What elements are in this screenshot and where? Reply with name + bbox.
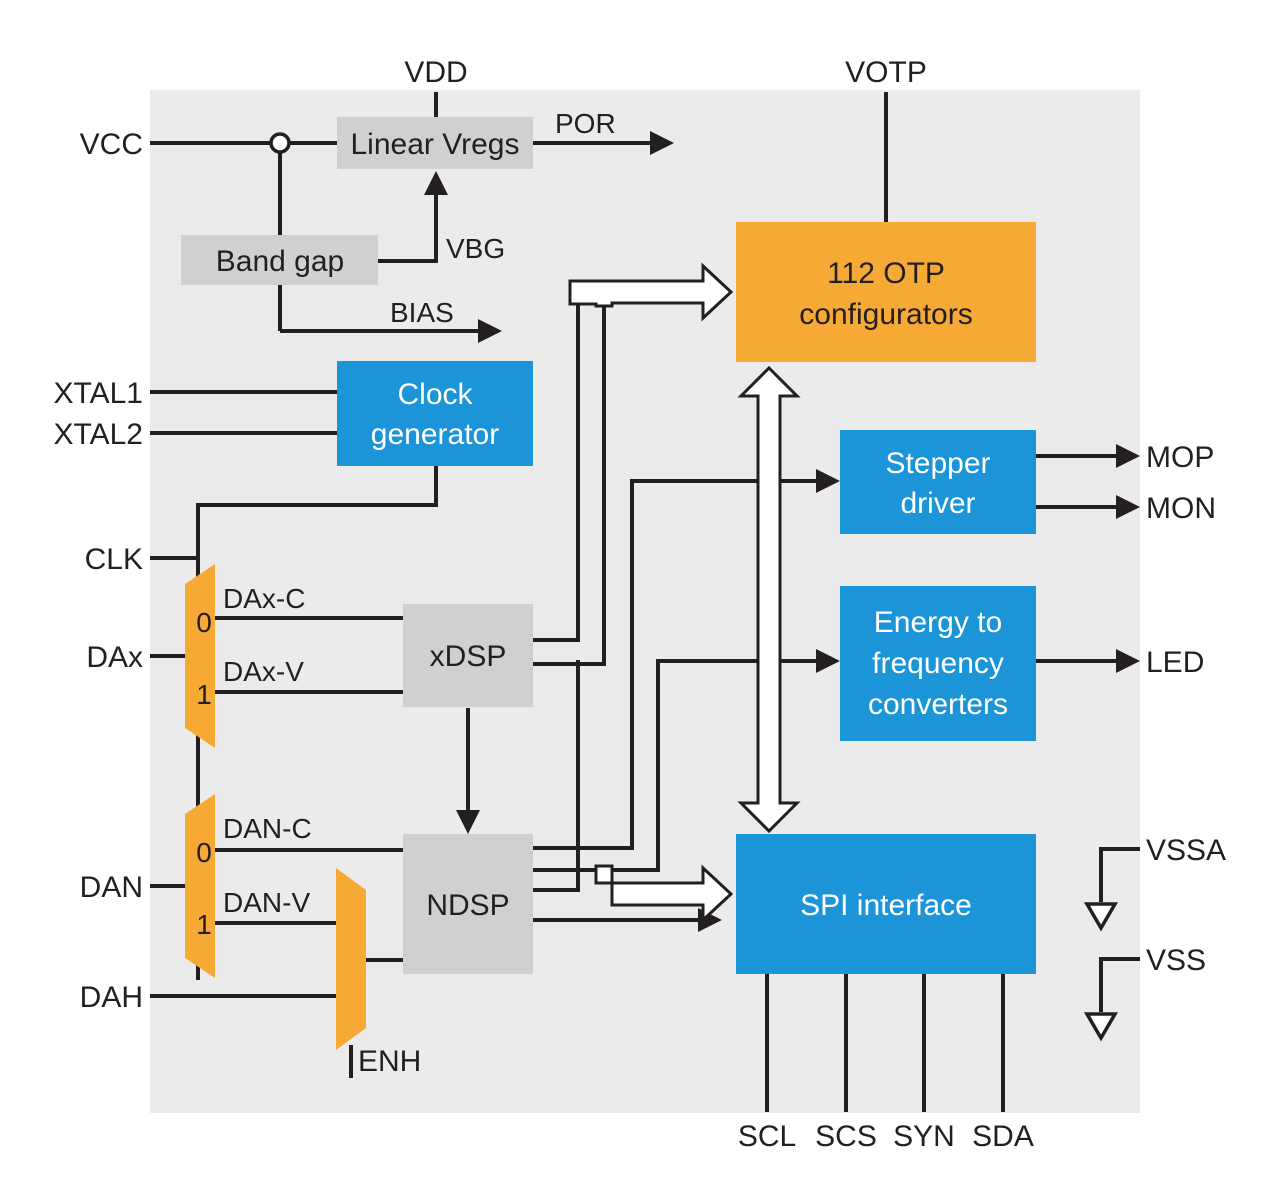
otp-label-line2: configurators — [799, 298, 972, 331]
dan-c-label: DAN-C — [223, 813, 312, 844]
band-gap-block: Band gap — [181, 235, 378, 285]
clk-pin-label: CLK — [85, 543, 143, 576]
dan-mux-input1: 1 — [196, 909, 212, 940]
xtal2-pin-label: XTAL2 — [54, 418, 144, 451]
stepper-label-line2: driver — [900, 487, 975, 520]
vss-ground-symbol — [1083, 957, 1140, 1042]
linear-vregs-label: Linear Vregs — [351, 128, 520, 161]
energy-label-line2: frequency — [872, 647, 1004, 680]
spi-label: SPI interface — [800, 889, 972, 922]
scs-pin-label: SCS — [815, 1120, 877, 1153]
vss-pin-label: VSS — [1146, 944, 1206, 977]
dax-mux-input0: 0 — [196, 607, 212, 638]
ndsp-label: NDSP — [426, 889, 509, 922]
syn-pin-label: SYN — [893, 1120, 955, 1153]
vssa-pin-label: VSSA — [1146, 834, 1226, 867]
dah-mux — [336, 868, 366, 1050]
dan-mux: 0 1 — [185, 794, 215, 978]
ndsp-block: NDSP — [403, 834, 533, 974]
otp-label-line1: 112 OTP — [827, 257, 945, 290]
led-pin-label: LED — [1146, 646, 1204, 679]
otp-configurators-block: 112 OTP configurators — [736, 222, 1036, 362]
bus-arrow-otp-spi — [737, 365, 801, 834]
spi-interface-block: SPI interface — [736, 834, 1036, 974]
energy-label-line1: Energy to — [874, 606, 1002, 639]
vssa-ground-symbol — [1083, 847, 1140, 932]
xtal1-pin-label: XTAL1 — [54, 377, 144, 410]
por-label: POR — [555, 108, 616, 139]
dax-v-label: DAx-V — [223, 656, 304, 687]
vdd-pin-label: VDD — [404, 56, 467, 89]
clock-generator-label-line2: generator — [371, 418, 499, 451]
xdsp-label: xDSP — [430, 640, 507, 673]
vcc-junction — [269, 132, 291, 154]
bus-arrow-to-otp — [568, 262, 734, 322]
scl-pin-label: SCL — [738, 1120, 796, 1153]
enh-pin-label: ENH — [358, 1045, 421, 1078]
stepper-label-line1: Stepper — [885, 447, 990, 480]
energy-label-line3: converters — [868, 688, 1008, 721]
input-wires — [150, 616, 480, 1078]
dan-mux-input0: 0 — [196, 837, 212, 868]
clock-generator-label-line1: Clock — [397, 378, 473, 411]
votp-pin-label: VOTP — [845, 56, 927, 89]
vbg-label: VBG — [446, 233, 505, 264]
mon-pin-label: MON — [1146, 492, 1216, 525]
dax-c-label: DAx-C — [223, 583, 305, 614]
dax-pin-label: DAx — [86, 641, 143, 674]
energy-to-frequency-block: Energy to frequency converters — [840, 586, 1036, 741]
xdsp-block: xDSP — [403, 604, 533, 707]
dan-pin-label: DAN — [80, 871, 143, 904]
output-wires — [765, 444, 1140, 1112]
bus-arrow-to-spi — [594, 864, 734, 924]
stepper-driver-block: Stepper driver — [840, 430, 1036, 534]
power-wires — [150, 92, 888, 343]
dsp-output-wires — [533, 296, 840, 932]
vcc-pin-label: VCC — [80, 128, 143, 161]
mop-pin-label: MOP — [1146, 441, 1214, 474]
dan-v-label: DAN-V — [223, 887, 310, 918]
linear-vregs-block: Linear Vregs — [337, 117, 533, 169]
dax-mux-input1: 1 — [196, 679, 212, 710]
bias-label: BIAS — [390, 297, 454, 328]
sda-pin-label: SDA — [972, 1120, 1034, 1153]
clock-generator-block: Clock generator — [337, 361, 533, 466]
band-gap-label: Band gap — [216, 245, 344, 278]
dax-mux: 0 1 — [185, 564, 215, 748]
clock-wires — [150, 390, 438, 980]
dah-pin-label: DAH — [80, 981, 143, 1014]
